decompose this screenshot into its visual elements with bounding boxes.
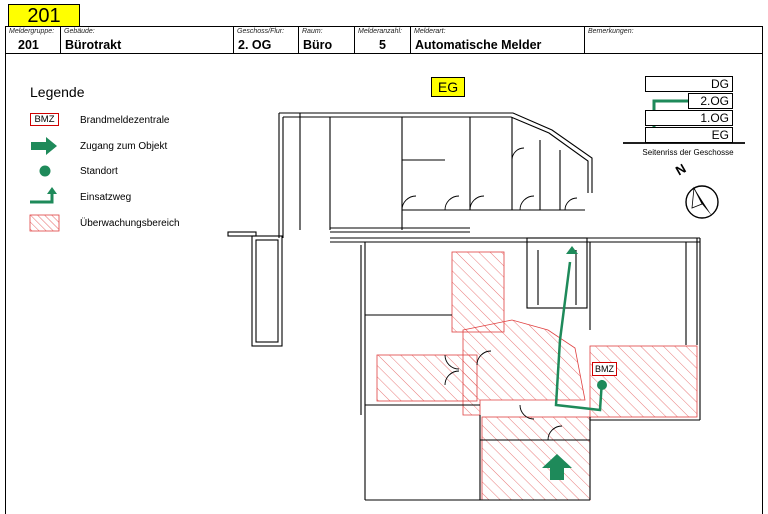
header-cell-melderanzahl: Melderanzahl: 5 bbox=[355, 27, 411, 53]
legend-item-area: Überwachungsbereich bbox=[28, 213, 180, 233]
group-tab: 201 bbox=[8, 4, 80, 27]
bmz-symbol-icon: BMZ bbox=[30, 113, 59, 126]
route-arrow-icon bbox=[566, 246, 578, 254]
floor-stack: DG 2.OG 1.OG EG bbox=[645, 76, 733, 144]
legend-item-route: Einsatzweg bbox=[28, 187, 131, 207]
building-walls bbox=[227, 112, 701, 501]
monitored-areas bbox=[376, 251, 698, 501]
compass-icon bbox=[685, 185, 719, 219]
floor-1og: 1.OG bbox=[645, 110, 733, 126]
floor-2og: 2.OG bbox=[688, 93, 733, 109]
legend-item-access: Zugang zum Objekt bbox=[28, 136, 167, 156]
floors-caption: Seitenriss der Geschosse bbox=[642, 148, 734, 157]
route-arrow-icon bbox=[28, 187, 72, 207]
access-arrow-icon bbox=[542, 454, 572, 480]
hatch-area-icon bbox=[28, 213, 72, 233]
header-cell-bemerkungen: Bemerkungen: bbox=[588, 28, 634, 35]
access-arrow-icon bbox=[28, 136, 72, 156]
header-table: Meldergruppe: 201 Gebäude: Bürotrakt Ges… bbox=[5, 26, 763, 54]
legend-item-bmz: BMZ Brandmeldezentrale bbox=[28, 110, 170, 130]
floor-eg: EG bbox=[645, 127, 733, 143]
door-arcs bbox=[401, 147, 578, 441]
legend-title: Legende bbox=[30, 84, 85, 100]
header-cell-melderart: Melderart: Automatische Melder bbox=[411, 27, 585, 53]
header-cell-raum: Raum: Büro bbox=[299, 27, 355, 53]
header-cell-gebaeude: Gebäude: Bürotrakt bbox=[61, 27, 234, 53]
location-dot-icon bbox=[28, 161, 72, 181]
location-dot-icon bbox=[597, 380, 607, 390]
legend-item-location: Standort bbox=[28, 161, 118, 181]
floor-badge: EG bbox=[431, 77, 465, 97]
route-path bbox=[554, 261, 604, 412]
plan-frame bbox=[5, 54, 763, 514]
header-cell-meldergruppe: Meldergruppe: 201 bbox=[6, 27, 61, 53]
bmz-marker: BMZ bbox=[592, 362, 617, 376]
floor-dg: DG bbox=[645, 76, 733, 92]
header-cell-geschoss: Geschoss/Flur: 2. OG bbox=[234, 27, 299, 53]
